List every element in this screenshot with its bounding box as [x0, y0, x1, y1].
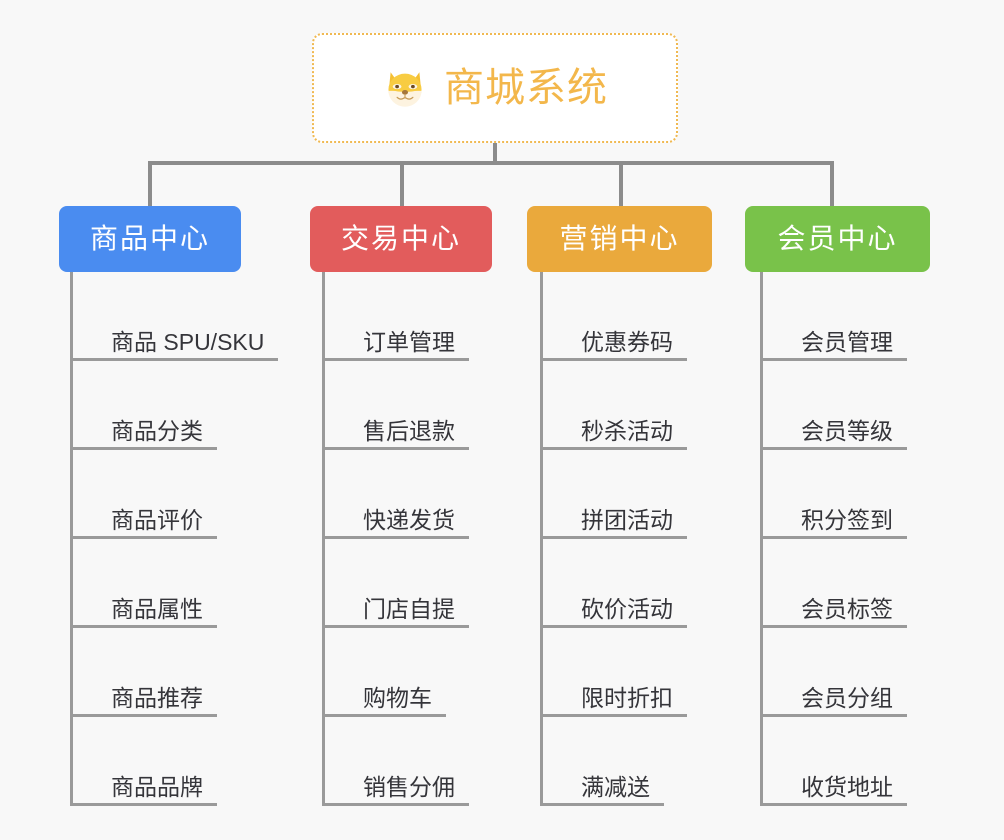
leaf-label: 商品品牌: [111, 773, 203, 800]
category-label: 会员中心: [777, 223, 898, 254]
leaf-item[interactable]: 满减送: [543, 717, 664, 806]
connector-root-stem: [493, 143, 497, 164]
category-label: 营销中心: [559, 223, 680, 254]
dog-face-icon: [382, 65, 428, 111]
category-box-trade-center[interactable]: 交易中心: [310, 206, 492, 272]
leaf-item[interactable]: 限时折扣: [543, 628, 687, 717]
leaf-item[interactable]: 拼团活动: [543, 450, 687, 539]
root-node[interactable]: 商城系统: [312, 33, 678, 143]
leaf-label: 购物车: [363, 684, 432, 711]
leaf-label: 商品评价: [111, 506, 203, 533]
leaf-item[interactable]: 快递发货: [325, 450, 469, 539]
leaf-item[interactable]: 优惠券码: [543, 272, 687, 361]
leaf-column-marketing-center: 优惠券码 秒杀活动 拼团活动 砍价活动 限时折扣 满减送: [540, 272, 687, 806]
leaf-item[interactable]: 销售分佣: [325, 717, 469, 806]
leaf-label: 秒杀活动: [581, 417, 673, 444]
leaf-item[interactable]: 购物车: [325, 628, 446, 717]
leaf-label: 会员标签: [801, 595, 893, 622]
leaf-label: 快递发货: [363, 506, 455, 533]
leaf-label: 门店自提: [363, 595, 455, 622]
leaf-item[interactable]: 商品推荐: [73, 628, 217, 717]
leaf-item[interactable]: 会员等级: [763, 361, 907, 450]
leaf-item[interactable]: 商品属性: [73, 539, 217, 628]
leaf-item[interactable]: 砍价活动: [543, 539, 687, 628]
leaf-label: 限时折扣: [581, 684, 673, 711]
leaf-label: 优惠券码: [581, 328, 673, 355]
category-box-product-center[interactable]: 商品中心: [59, 206, 241, 272]
root-title: 商城系统: [444, 66, 608, 110]
leaf-label: 会员等级: [801, 417, 893, 444]
leaf-label: 砍价活动: [581, 595, 673, 622]
leaf-item[interactable]: 会员分组: [763, 628, 907, 717]
leaf-item[interactable]: 订单管理: [325, 272, 469, 361]
leaf-item[interactable]: 商品评价: [73, 450, 217, 539]
leaf-label: 拼团活动: [581, 506, 673, 533]
leaf-item[interactable]: 秒杀活动: [543, 361, 687, 450]
category-label: 商品中心: [89, 223, 210, 254]
leaf-column-product-center: 商品 SPU/SKU 商品分类 商品评价 商品属性 商品推荐 商品品牌: [70, 272, 279, 806]
leaf-label: 销售分佣: [363, 773, 455, 800]
leaf-column-member-center: 会员管理 会员等级 积分签到 会员标签 会员分组 收货地址: [760, 272, 907, 806]
leaf-item[interactable]: 售后退款: [325, 361, 469, 450]
category-label: 交易中心: [340, 223, 461, 254]
leaf-item[interactable]: 会员管理: [763, 272, 907, 361]
leaf-item[interactable]: 商品品牌: [73, 717, 217, 806]
connector-drop-trade-center: [400, 161, 404, 207]
connector-drop-product-center: [148, 161, 152, 207]
leaf-item[interactable]: 收货地址: [763, 717, 907, 806]
leaf-item[interactable]: 门店自提: [325, 539, 469, 628]
leaf-label: 积分签到: [801, 506, 893, 533]
leaf-item[interactable]: 商品分类: [73, 361, 217, 450]
category-box-marketing-center[interactable]: 营销中心: [527, 206, 712, 272]
leaf-label: 会员管理: [801, 328, 893, 355]
leaf-label: 商品推荐: [111, 684, 203, 711]
leaf-label: 会员分组: [801, 684, 893, 711]
category-box-member-center[interactable]: 会员中心: [745, 206, 930, 272]
connector-drop-marketing-center: [619, 161, 623, 207]
leaf-label: 收货地址: [801, 773, 893, 800]
leaf-item[interactable]: 积分签到: [763, 450, 907, 539]
leaf-item[interactable]: 会员标签: [763, 539, 907, 628]
leaf-label: 售后退款: [363, 417, 455, 444]
connector-drop-member-center: [830, 161, 834, 207]
connector-horizontal-bus: [148, 161, 834, 165]
leaf-label: 订单管理: [363, 328, 455, 355]
leaf-label: 商品属性: [111, 595, 203, 622]
leaf-item[interactable]: 商品 SPU/SKU: [73, 272, 279, 361]
leaf-label: 商品分类: [111, 417, 203, 444]
leaf-column-trade-center: 订单管理 售后退款 快递发货 门店自提 购物车 销售分佣: [322, 272, 469, 806]
leaf-label: 满减送: [581, 773, 650, 800]
leaf-label: 商品 SPU/SKU: [111, 328, 265, 355]
